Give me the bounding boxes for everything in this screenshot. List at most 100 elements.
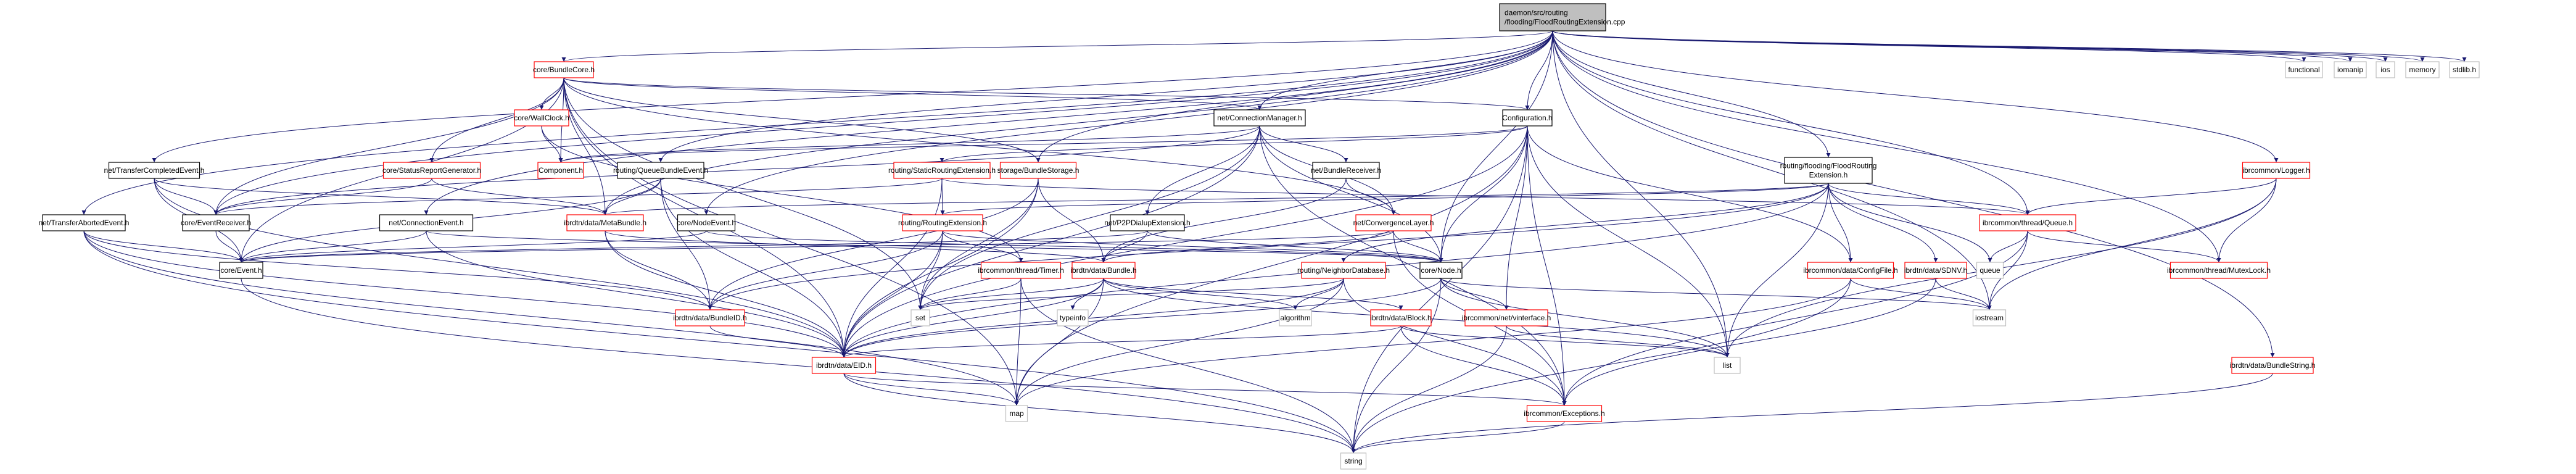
node-box	[1784, 157, 1873, 184]
edge-root-to-logger	[1552, 30, 2279, 163]
edge-configfile-to-string	[1351, 278, 1851, 454]
edge-floodh-to-queue	[1828, 183, 1992, 263]
node-mutexlock[interactable]: ibrcommon/thread/MutexLock.h	[2167, 262, 2271, 279]
edge-root-to-memory	[1552, 30, 2425, 62]
node-bundlestorage[interactable]: storage/BundleStorage.h	[997, 162, 1080, 179]
node-box	[617, 162, 704, 179]
node-vinterface[interactable]: ibrcommon/net/vinterface.h	[1462, 309, 1551, 326]
edge-transabort-to-string	[83, 230, 1356, 454]
edge-config-to-staticrouting	[939, 125, 1528, 163]
edge-floodh-to-queueh	[1828, 183, 2030, 215]
node-label: stdlib.h	[2453, 65, 2476, 74]
node-connevent[interactable]: net/ConnectionEvent.h	[379, 214, 474, 231]
node-config[interactable]: Configuration.h	[1502, 109, 1553, 127]
edge-node-to-list	[1440, 278, 1730, 358]
edge-connevent-to-node	[426, 230, 1443, 263]
node-box	[42, 214, 126, 231]
node-box	[1714, 357, 1741, 374]
node-transabort[interactable]: net/TransferAbortedEvent.h	[39, 214, 130, 231]
node-block[interactable]: ibrdtn/data/Block.h	[1370, 309, 1432, 326]
node-connmgr[interactable]: net/ConnectionManager.h	[1213, 109, 1306, 127]
node-box	[893, 162, 991, 179]
node-label: net/ConnectionManager.h	[1217, 114, 1302, 122]
node-neighbordb[interactable]: routing/NeighborDatabase.h	[1297, 262, 1390, 279]
node-routingext[interactable]: routing/RoutingExtension.h	[898, 214, 987, 231]
node-label: queue	[1979, 266, 2000, 275]
node-box	[1499, 3, 1606, 31]
node-eventrecv[interactable]: core/EventReceiver.h	[181, 214, 251, 231]
node-convlayer[interactable]: net/ConvergenceLayer.h	[1353, 214, 1434, 231]
edge-node-to-string	[1351, 278, 1442, 454]
edge-bundlecore-to-metabundle	[563, 77, 608, 215]
node-queueh[interactable]: ibrcommon/thread/Queue.h	[1979, 214, 2076, 231]
node-typeinfo: typeinfo	[1057, 309, 1089, 326]
node-label: net/ConnectionEvent.h	[389, 218, 463, 227]
node-label: storage/BundleStorage.h	[997, 166, 1080, 175]
node-box	[2231, 357, 2314, 374]
edge-queueh-to-mutexlock	[2027, 230, 2221, 263]
node-bundlecore[interactable]: core/BundleCore.h	[533, 61, 595, 78]
node-bundlerecv[interactable]: net/BundleReceiver.h	[1311, 162, 1381, 179]
edge-metabundle-to-bundleid	[605, 230, 712, 310]
edge-connmgr-to-bundlerecv	[1259, 125, 1348, 163]
node-label: routing/StaticRoutingExtension.h	[888, 166, 996, 175]
node-sdnv[interactable]: ibrdtn/data/SDNV.h	[1904, 262, 1967, 279]
edge-floodh-to-bundleid	[708, 183, 1829, 310]
node-queuebundle[interactable]: routing/QueueBundleEvent.h	[613, 162, 708, 179]
node-event[interactable]: core/Event.h	[219, 262, 263, 279]
edge-bundle-to-block	[1103, 278, 1403, 310]
node-label: ibrdtn/data/BundleString.h	[2230, 361, 2316, 370]
node-timer[interactable]: ibrcommon/thread/Timer.h	[978, 262, 1064, 279]
edge-bundlerecv-to-convlayer	[1345, 178, 1396, 215]
edge-convlayer-to-bundle	[1101, 230, 1394, 263]
node-transcompl[interactable]: net/TransferCompletedEvent.h	[104, 162, 205, 179]
edge-queuebundle-to-bundleid	[660, 178, 712, 310]
node-eid[interactable]: ibrdtn/data/EID.h	[811, 357, 877, 374]
node-label: string	[1344, 457, 1362, 465]
node-metabundle[interactable]: ibrdtn/data/MetaBundle.h	[564, 214, 646, 231]
edge-eid-to-exceptions	[843, 373, 1567, 406]
edge-staticrouting-to-queueh	[941, 178, 2030, 215]
edge-convlayer-to-node	[1393, 230, 1443, 263]
edge-root-to-config	[1525, 30, 1553, 110]
node-node[interactable]: core/Node.h	[1419, 262, 1463, 279]
node-exceptions[interactable]: ibrcommon/Exceptions.h	[1524, 405, 1605, 422]
node-label: set	[915, 314, 926, 322]
node-label: core/WallClock.h	[514, 114, 569, 122]
node-logger[interactable]: ibrcommon/Logger.h	[2242, 162, 2311, 179]
node-iomanip: iomanip	[2334, 61, 2367, 78]
edge-bundlecore-to-set	[563, 77, 923, 310]
edge-config-to-vinterface	[1504, 125, 1528, 310]
edge-p2p-to-event	[239, 230, 1148, 263]
node-label: ibrdtn/data/MetaBundle.h	[564, 218, 646, 227]
node-configfile[interactable]: ibrcommon/data/ConfigFile.h	[1803, 262, 1898, 279]
edge-sdnv-to-iostream	[1935, 278, 1992, 310]
node-nodeevent[interactable]: core/NodeEvent.h	[677, 214, 736, 231]
edge-floodh-to-configfile	[1828, 183, 1853, 263]
edge-root-to-floodh	[1552, 30, 1831, 158]
edge-transabort-to-eid	[83, 230, 846, 358]
edge-nodeevent-to-node	[706, 230, 1443, 263]
node-component[interactable]: Component.h	[537, 162, 584, 179]
node-statusrep[interactable]: core/StatusReportGenerator.h	[382, 162, 481, 179]
node-wallclock[interactable]: core/WallClock.h	[514, 109, 569, 127]
node-label: ibrcommon/thread/MutexLock.h	[2167, 266, 2271, 275]
edge-config-to-node	[1439, 125, 1528, 263]
node-bundleid[interactable]: ibrdtn/data/BundleID.h	[673, 309, 747, 326]
node-staticrouting[interactable]: routing/StaticRoutingExtension.h	[888, 162, 996, 179]
node-bundlestring[interactable]: ibrdtn/data/BundleString.h	[2230, 357, 2316, 374]
node-box	[910, 309, 930, 326]
node-root[interactable]: daemon/src/routing/flooding/FloodRouting…	[1499, 3, 1625, 31]
node-box	[1355, 214, 1432, 231]
node-label: core/Node.h	[1421, 266, 1461, 275]
node-label: ibrcommon/net/vinterface.h	[1462, 314, 1551, 322]
edge-queueh-to-queue	[1988, 230, 2028, 263]
node-p2p[interactable]: net/P2PDialupExtension.h	[1104, 214, 1191, 231]
node-stdlib: stdlib.h	[2449, 61, 2480, 78]
node-label: algorithm	[1280, 314, 1310, 322]
node-bundle[interactable]: ibrdtn/data/Bundle.h	[1070, 262, 1137, 279]
node-floodh[interactable]: routing/flooding/FloodRoutingExtension.h	[1780, 157, 1877, 184]
node-label: core/EventReceiver.h	[181, 218, 251, 227]
edge-configfile-to-iostream	[1850, 278, 1992, 310]
edge-block-to-list	[1400, 325, 1730, 358]
